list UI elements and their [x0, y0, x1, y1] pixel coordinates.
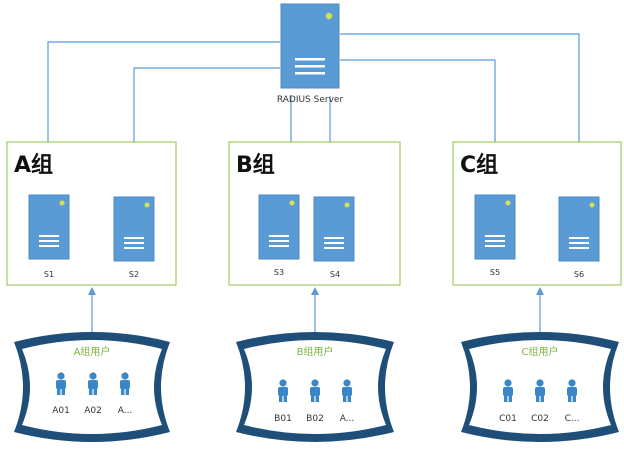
server-s6: S6 [558, 196, 600, 279]
server-icon [28, 194, 70, 260]
radius-server: RADIUS Server [277, 3, 344, 105]
server-s3-label: S3 [274, 268, 284, 277]
server-s4: S4 [313, 196, 355, 279]
user-icon [567, 379, 577, 402]
server-icon [474, 194, 516, 260]
user-icon [88, 372, 98, 395]
user-c02-label: C02 [531, 414, 549, 424]
user-arrows [88, 287, 544, 335]
group-a-title: A组 [14, 152, 53, 178]
connector-s6 [340, 33, 583, 196]
user-c-more: C... [565, 379, 580, 424]
user-b01: B01 [274, 379, 292, 424]
server-icon [313, 196, 355, 262]
user-icon [535, 379, 545, 402]
user-pool-b: B组用户 B01 B02 [236, 332, 394, 442]
user-icon [310, 379, 320, 402]
user-b02: B02 [306, 379, 324, 424]
group-b: B组 S3 S4 [228, 141, 401, 286]
user-c02: C02 [531, 379, 549, 424]
server-s2-label: S2 [129, 270, 139, 279]
radius-server-label: RADIUS Server [277, 95, 344, 105]
user-icon [120, 372, 130, 395]
server-s2: S2 [113, 196, 155, 279]
server-icon [280, 3, 340, 89]
user-a-more-label: A... [118, 406, 133, 416]
user-a01-label: A01 [52, 406, 70, 416]
server-s4-label: S4 [330, 270, 340, 279]
user-pool-b-title: B组用户 [297, 345, 334, 358]
user-icon [278, 379, 288, 402]
user-pool-c-title: C组用户 [522, 345, 559, 358]
group-a: A组 S1 S2 [6, 141, 177, 286]
server-s1: S1 [28, 194, 70, 279]
server-s5: S5 [474, 194, 516, 277]
user-icon [56, 372, 66, 395]
connector-s1 [47, 41, 280, 190]
user-b02-label: B02 [306, 414, 324, 424]
user-pool-a: A组用户 A01 A02 [14, 332, 170, 442]
server-s1-label: S1 [44, 270, 54, 279]
user-icon [342, 379, 352, 402]
user-pool-a-title: A组用户 [74, 345, 111, 358]
user-b01-label: B01 [274, 414, 292, 424]
server-icon [258, 194, 300, 260]
user-c-more-label: C... [565, 414, 580, 424]
user-b-more: A... [340, 379, 355, 424]
server-icon [558, 196, 600, 262]
group-c: C组 S5 S6 [452, 141, 622, 286]
user-pool-c: C组用户 C01 C02 [461, 332, 619, 442]
connector-lines [47, 33, 583, 196]
server-icon [113, 196, 155, 262]
group-b-title: B组 [236, 152, 275, 178]
server-s3: S3 [258, 194, 300, 277]
group-c-title: C组 [460, 152, 498, 178]
user-b-more-label: A... [340, 414, 355, 424]
user-a02-label: A02 [84, 406, 102, 416]
user-c01-label: C01 [499, 414, 517, 424]
user-a-more: A... [118, 372, 133, 416]
server-s5-label: S5 [490, 268, 500, 277]
user-a01: A01 [52, 372, 70, 416]
user-icon [503, 379, 513, 402]
server-s6-label: S6 [574, 270, 584, 279]
user-a02: A02 [84, 372, 102, 416]
user-c01: C01 [499, 379, 517, 424]
